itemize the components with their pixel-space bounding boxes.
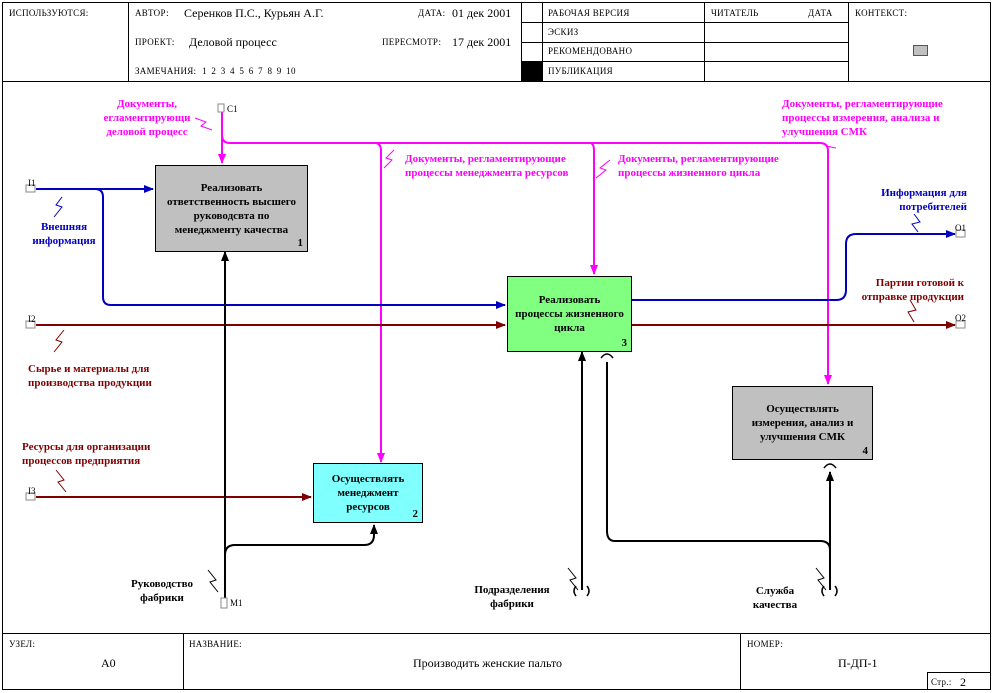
reader-date-label: ДАТА bbox=[808, 8, 833, 18]
status-working: РАБОЧАЯ ВЕРСИЯ bbox=[548, 8, 630, 18]
title-value: Производить женские пальто bbox=[413, 656, 563, 670]
date-label: ДАТА: bbox=[418, 8, 446, 18]
status-publication: ПУБЛИКАЦИЯ bbox=[548, 66, 613, 76]
tag-i2: I2 bbox=[28, 314, 36, 324]
number-value: П-ДП-1 bbox=[838, 656, 878, 670]
tag-o1: O1 bbox=[955, 223, 966, 233]
page-label: Стр.: bbox=[931, 677, 952, 687]
revision-label: ПЕРЕСМОТР: bbox=[382, 37, 442, 47]
footer-divider bbox=[183, 633, 184, 690]
node-value: A0 bbox=[101, 656, 116, 670]
label-raw-materials: Сырье и материалы для производства проду… bbox=[28, 363, 152, 389]
date-value: 01 дек 2001 bbox=[452, 6, 512, 20]
header-divider bbox=[848, 2, 849, 81]
tag-i1: I1 bbox=[28, 178, 36, 188]
project-label: ПРОЕКТ: bbox=[135, 37, 175, 47]
activity-box-2[interactable]: Осуществлять менеджмент ресурсов 2 bbox=[313, 463, 423, 523]
activity-label: Осуществлять менеджмент ресурсов bbox=[331, 473, 405, 513]
notes-label: ЗАМЕЧАНИЯ: bbox=[135, 66, 197, 76]
footer-divider bbox=[740, 633, 741, 690]
publication-marker bbox=[522, 62, 542, 81]
tag-c1: C1 bbox=[227, 104, 238, 114]
activity-box-4[interactable]: Осуществлять измерения, анализ и улучшен… bbox=[732, 386, 873, 460]
tag-o2: O2 bbox=[955, 313, 966, 323]
activity-box-1[interactable]: Реализовать ответственность высшего руко… bbox=[155, 165, 308, 252]
activity-number: 3 bbox=[621, 337, 628, 349]
header-divider bbox=[128, 2, 129, 81]
label-docs-resources: Документы, регламентирующие процессы мен… bbox=[405, 153, 569, 179]
project-value: Деловой процесс bbox=[189, 35, 277, 49]
reader-label: ЧИТАТЕЛЬ bbox=[711, 8, 759, 18]
label-c1-docs: Документы, егламентирующи деловой процес… bbox=[103, 98, 191, 138]
mechanism-arrow-management[interactable] bbox=[221, 251, 378, 598]
port-o2 bbox=[955, 320, 966, 329]
used-at-label: ИСПОЛЬЗУЮТСЯ: bbox=[9, 8, 89, 18]
tag-m1: M1 bbox=[230, 598, 243, 608]
label-resources: Ресурсы для организации процессов предпр… bbox=[22, 441, 151, 467]
footer-top-line bbox=[2, 633, 991, 634]
port-o1 bbox=[955, 229, 966, 238]
activity-number: 4 bbox=[862, 445, 869, 457]
mechanism-arrow-quality-service[interactable] bbox=[606, 362, 834, 590]
context-label: КОНТЕКСТ: bbox=[855, 8, 908, 18]
status-draft: ЭСКИЗ bbox=[548, 27, 579, 37]
input-arrow-external-info[interactable] bbox=[36, 185, 506, 309]
activity-number: 1 bbox=[297, 237, 304, 249]
header-row-line bbox=[521, 22, 848, 23]
port-i1 bbox=[25, 184, 36, 193]
header-row-line bbox=[521, 42, 848, 43]
tag-i3: I3 bbox=[28, 486, 36, 496]
author-label: АВТОР: bbox=[135, 8, 169, 18]
page-value: 2 bbox=[960, 675, 966, 689]
label-docs-lifecycle: Документы, регламентирующие процессы жиз… bbox=[618, 153, 779, 179]
port-i2 bbox=[25, 320, 36, 329]
context-thumbnail[interactable] bbox=[913, 45, 928, 56]
activity-label: Реализовать процессы жизненного цикла bbox=[515, 294, 624, 334]
page-cell bbox=[927, 672, 990, 690]
activity-box-3[interactable]: Реализовать процессы жизненного цикла 3 bbox=[507, 276, 632, 352]
label-products: Партии готовой к отправке продукции bbox=[861, 277, 964, 303]
label-divisions: Подразделения фабрики bbox=[474, 584, 550, 610]
header-divider bbox=[521, 2, 522, 81]
port-m1 bbox=[220, 597, 228, 609]
activity-label: Осуществлять измерения, анализ и улучшен… bbox=[751, 403, 854, 443]
activity-number: 2 bbox=[412, 508, 419, 520]
activity-label: Реализовать ответственность высшего руко… bbox=[166, 181, 297, 236]
control-arrow[interactable] bbox=[218, 112, 832, 463]
label-management: Руководство фабрики bbox=[131, 578, 193, 604]
port-c1 bbox=[217, 103, 225, 113]
header-row-line bbox=[521, 61, 848, 62]
header-bottom-line bbox=[2, 81, 991, 82]
status-recommended: РЕКОМЕНДОВАНО bbox=[548, 46, 633, 56]
label-docs-measure: Документы, регламентирующие процессы изм… bbox=[782, 98, 943, 138]
label-consumer-info: Информация для потребителей bbox=[881, 187, 967, 213]
notes-value: 1 2 3 4 5 6 7 8 9 10 bbox=[202, 66, 296, 76]
header-divider bbox=[542, 2, 543, 81]
author-value: Серенков П.С., Курьян А.Г. bbox=[184, 6, 324, 20]
number-label: НОМЕР: bbox=[747, 639, 784, 649]
label-quality-service: Служба качества bbox=[752, 585, 798, 611]
header-divider bbox=[704, 2, 705, 81]
output-arrow-consumer-info[interactable] bbox=[632, 230, 956, 301]
port-i3 bbox=[25, 492, 36, 501]
label-external-info: Внешняя информация bbox=[32, 221, 96, 247]
node-label: УЗЕЛ: bbox=[9, 639, 36, 649]
revision-value: 17 дек 2001 bbox=[452, 35, 512, 49]
title-label: НАЗВАНИЕ: bbox=[189, 639, 242, 649]
